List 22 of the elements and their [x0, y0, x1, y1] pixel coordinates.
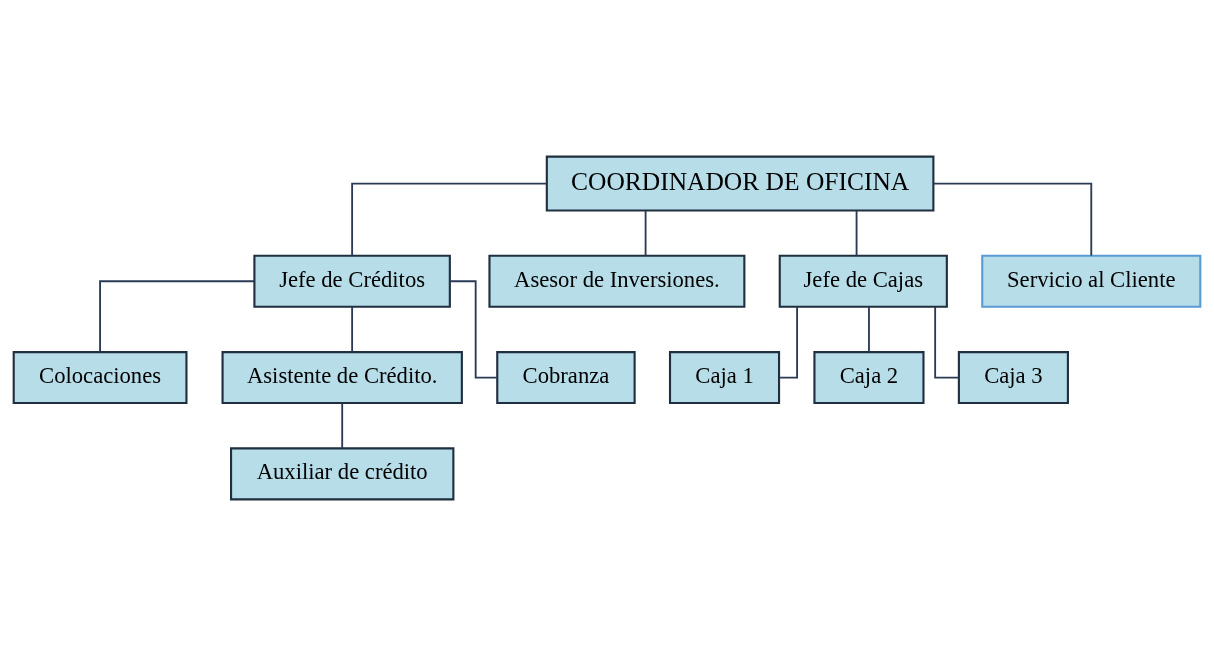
node-box: Caja 1	[668, 350, 781, 404]
connector	[449, 279, 498, 378]
connector	[644, 209, 647, 256]
connector	[855, 209, 858, 256]
node-box: Auxiliar de crédito	[230, 446, 455, 500]
connector	[868, 305, 870, 353]
node-box: Asistente de Crédito.	[221, 350, 463, 404]
connector	[351, 182, 548, 256]
node-box: Colocaciones	[12, 350, 188, 404]
node-box: Jefe de Cajas	[778, 254, 948, 308]
node-box: Cobranza	[496, 350, 636, 404]
node-box: Caja 2	[813, 350, 925, 404]
connector	[932, 182, 1093, 256]
node-box: Asesor de Inversiones.	[488, 254, 746, 308]
node-box: Caja 3	[957, 350, 1069, 404]
connector	[341, 401, 344, 449]
node-box: Jefe de Créditos	[253, 254, 451, 308]
node-box: COORDINADOR DE OFICINA	[545, 155, 935, 212]
node-box: Servicio al Cliente	[981, 254, 1202, 308]
connector	[351, 305, 354, 353]
connector	[99, 279, 256, 353]
connector	[934, 305, 960, 378]
